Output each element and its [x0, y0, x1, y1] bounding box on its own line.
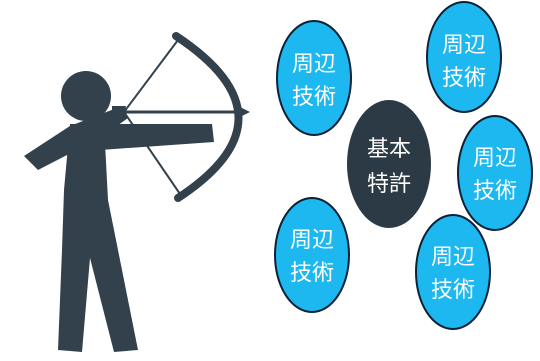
peripheral-label-line2: 技術	[292, 85, 336, 110]
peripheral-label-line1: 周辺	[431, 245, 475, 270]
core-label-line2: 特許	[367, 172, 411, 197]
arrow-icon	[112, 105, 250, 119]
peripheral-node: 周辺 技術	[426, 1, 502, 113]
peripheral-ellipse	[457, 115, 533, 231]
peripheral-node: 周辺 技術	[274, 197, 350, 313]
peripheral-node: 周辺 技術	[415, 214, 491, 330]
archer-head	[61, 71, 111, 121]
peripheral-label-line2: 技術	[442, 66, 486, 91]
peripheral-node: 周辺 技術	[457, 115, 533, 231]
peripheral-ellipse	[276, 20, 352, 136]
peripheral-label-line1: 周辺	[292, 52, 336, 77]
peripheral-node: 周辺 技術	[276, 20, 352, 136]
peripheral-label-line1: 周辺	[290, 228, 334, 253]
peripheral-ellipse	[274, 197, 350, 313]
peripheral-label-line2: 技術	[431, 278, 475, 303]
archer-back-arm	[24, 106, 128, 170]
archer-icon	[24, 71, 214, 352]
peripheral-ellipse	[415, 214, 491, 330]
bow-icon	[172, 32, 243, 202]
peripheral-label-line2: 技術	[290, 261, 334, 286]
archer-body	[58, 124, 138, 352]
peripheral-label-line1: 周辺	[442, 33, 486, 58]
arrow-head	[236, 105, 250, 119]
peripheral-ellipse	[426, 1, 502, 113]
peripheral-label-line2: 技術	[473, 179, 517, 204]
arrow-fletching	[112, 106, 126, 118]
peripheral-label-line1: 周辺	[473, 146, 517, 171]
core-label-line1: 基本	[367, 137, 411, 162]
core-ellipse	[347, 100, 431, 228]
bow-string	[122, 39, 181, 195]
archer-front-arm	[96, 124, 214, 150]
core-patent-node: 基本 特許	[347, 100, 431, 228]
